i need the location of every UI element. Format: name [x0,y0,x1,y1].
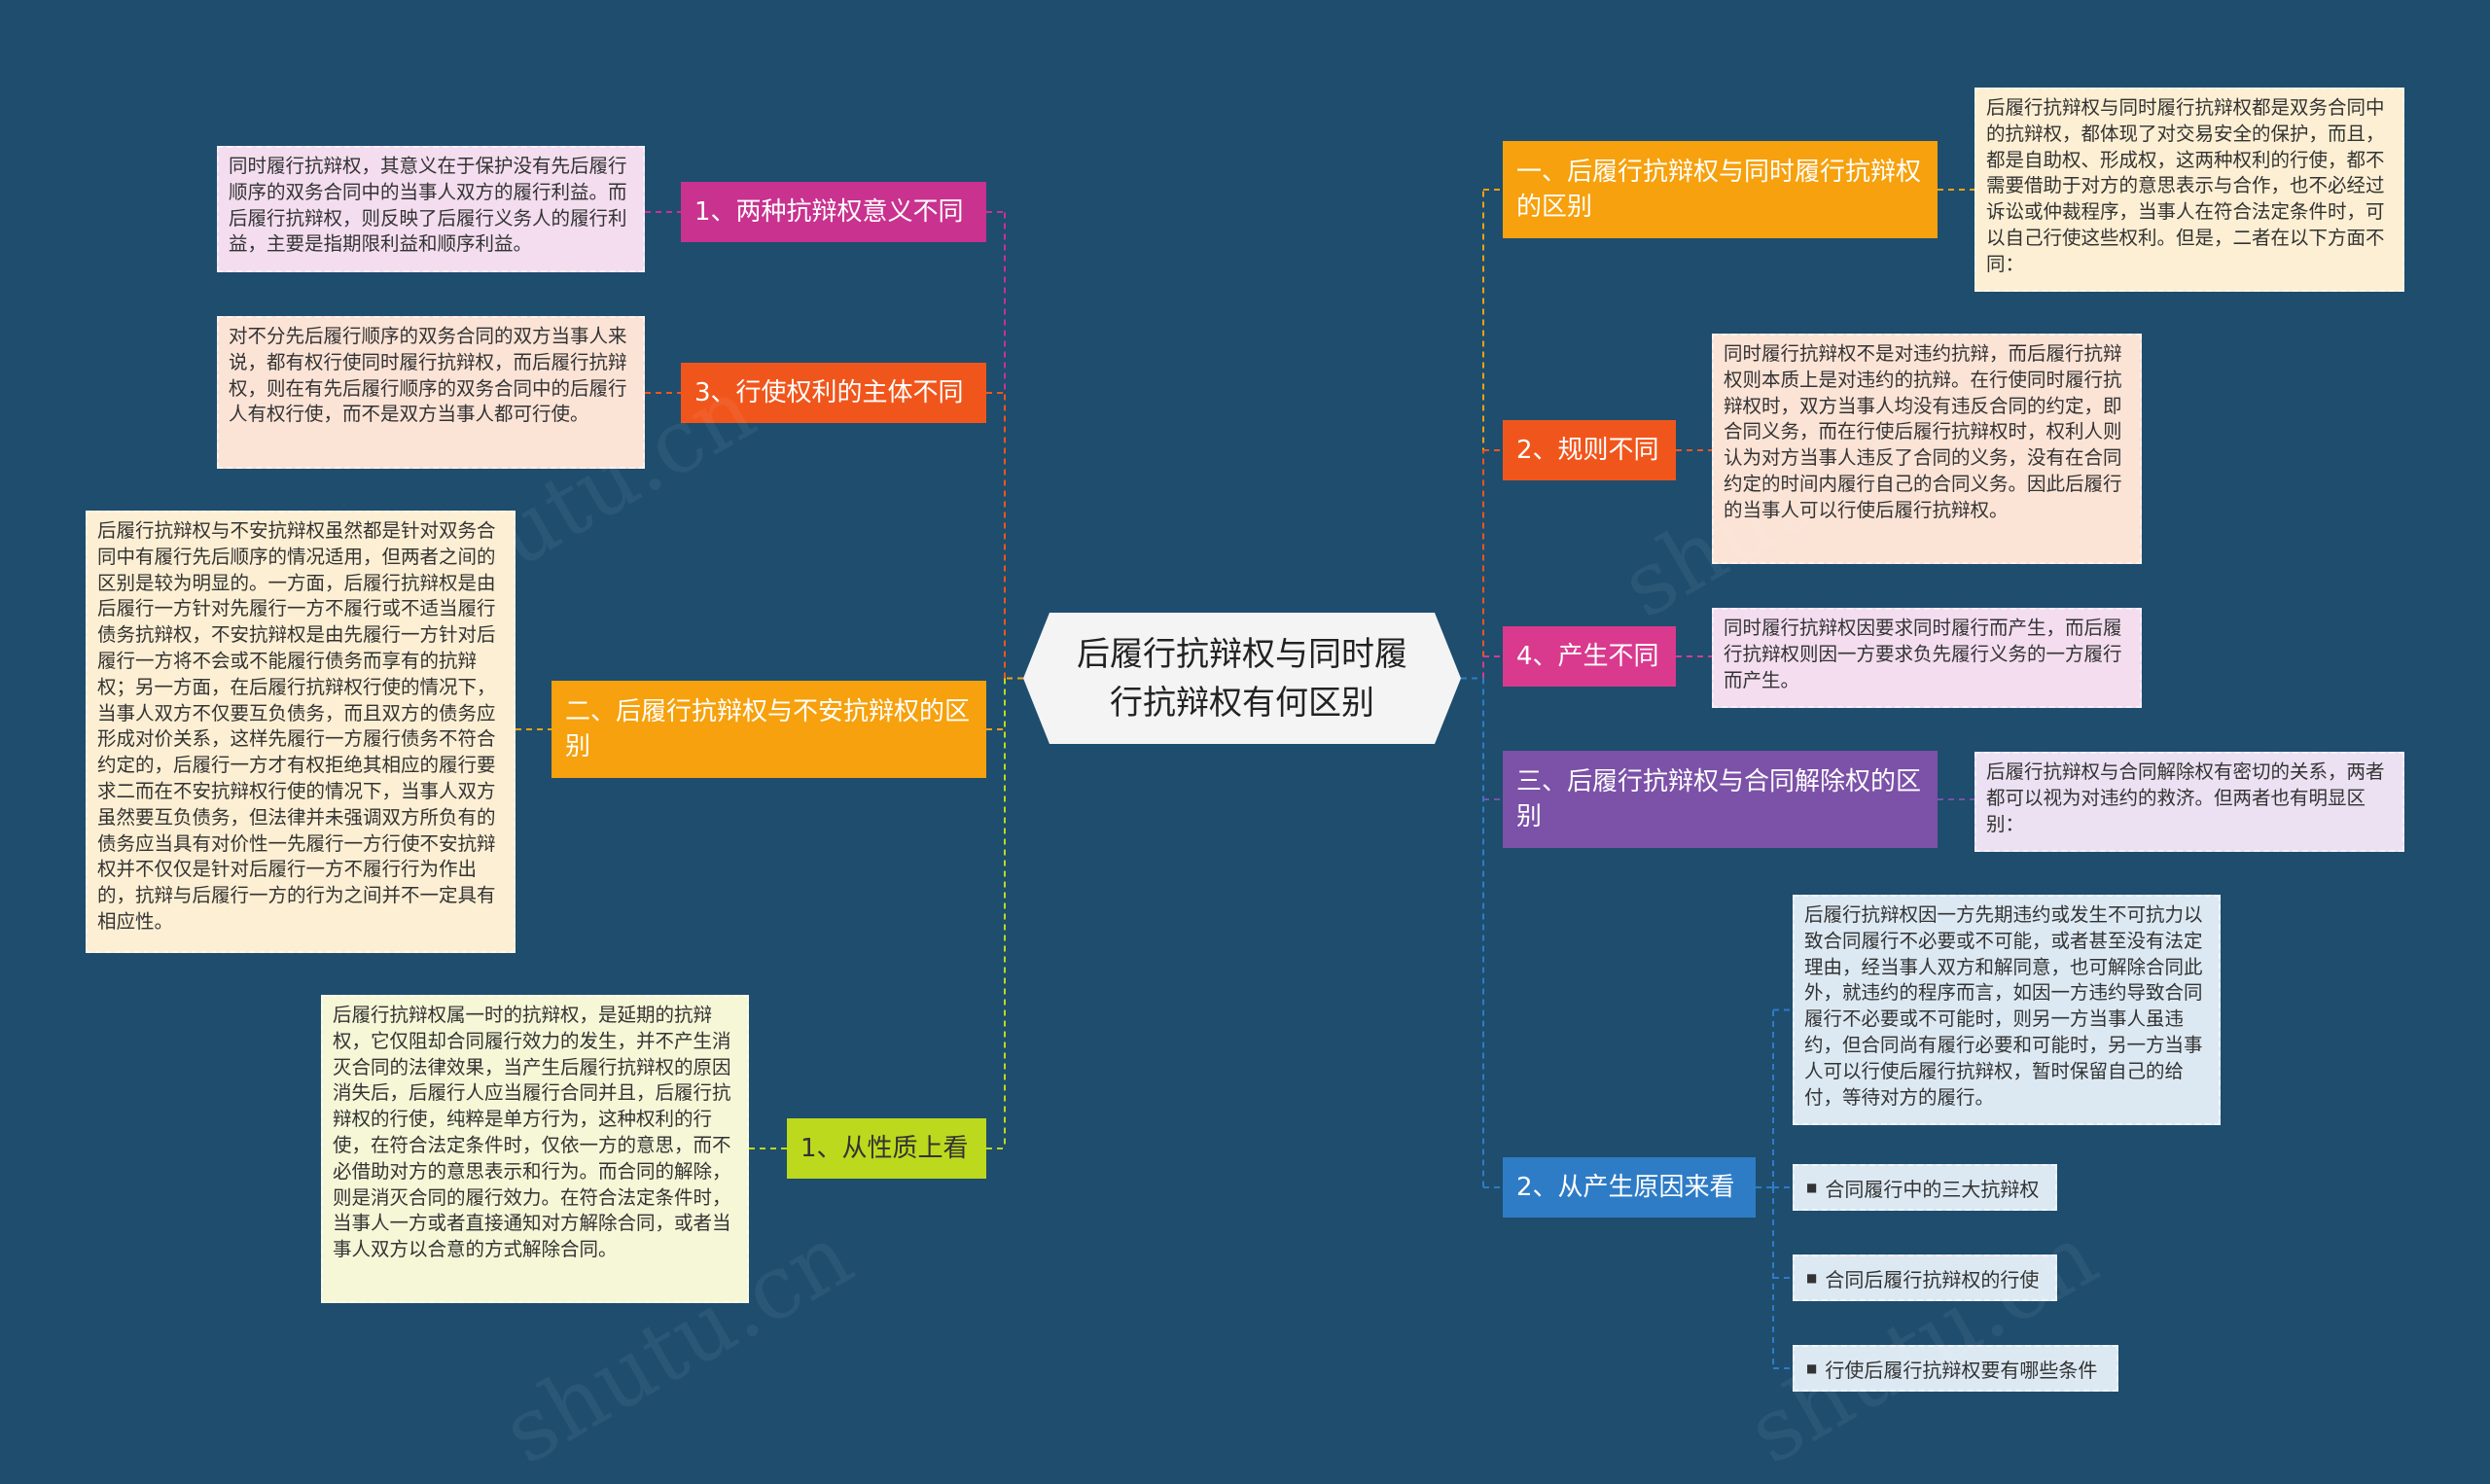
branch-label: 3、行使权利的主体不同 [694,378,964,407]
note-subject-difference: 对不分先后履行顺序的双务合同的双方当事人来说，都有权行使同时履行抗辩权，而后履行… [217,316,645,469]
branch-vs-simultaneous-defense[interactable]: 一、后履行抗辩权与同时履行抗辩权的区别 [1503,141,1938,238]
branch-label: 1、从性质上看 [800,1134,969,1163]
branch-label: 2、规则不同 [1516,436,1659,465]
note-origin-difference: 同时履行抗辩权因要求同时履行而产生，而后履行抗辩权则因一方要求负先履行义务的一方… [1712,608,2142,708]
branch-meaning-difference[interactable]: 1、两种抗辩权意义不同 [681,182,986,242]
branch-label: 2、从产生原因来看 [1516,1173,1735,1202]
note-meaning-difference: 同时履行抗辩权，其意义在于保护没有先后履行顺序的双务合同中的当事人双方的履行利益… [217,146,645,272]
note-vs-insecurity-defense: 后履行抗辩权与不安抗辩权虽然都是针对双务合同中有履行先后顺序的情况适用，但两者之… [86,511,516,953]
note-nature: 后履行抗辩权属一时的抗辩权，是延期的抗辩权，它仅阻却合同履行效力的发生，并不产生… [321,995,749,1303]
note-cause: 后履行抗辩权因一方先期违约或发生不可抗力以致合同履行不必要或不可能，或者甚至没有… [1793,895,2221,1125]
note-rules-difference: 同时履行抗辩权不是对违约抗辩，而后履行抗辩权则本质上是对违约的抗辩。在行使同时履… [1712,334,2142,564]
related-link-conditions[interactable]: ■ 行使后履行抗辩权要有哪些条件 [1793,1345,2118,1392]
branch-label: 1、两种抗辩权意义不同 [694,197,964,227]
bullet-icon: ■ [1806,1181,1818,1194]
branch-cause[interactable]: 2、从产生原因来看 [1503,1157,1756,1218]
branch-vs-rescission-right[interactable]: 三、后履行抗辩权与合同解除权的区别 [1503,751,1938,848]
branch-subject-difference[interactable]: 3、行使权利的主体不同 [681,363,986,423]
note-vs-simultaneous-defense: 后履行抗辩权与同时履行抗辩权都是双务合同中的抗辩权，都体现了对交易安全的保护，而… [1974,88,2404,292]
branch-label: 二、后履行抗辩权与不安抗辩权的区别 [565,697,971,761]
central-topic-title: 后履行抗辩权与同时履行抗辩权有何区别 [1077,634,1407,723]
branch-label: 一、后履行抗辩权与同时履行抗辩权的区别 [1516,158,1922,222]
bullet-icon: ■ [1806,1271,1818,1285]
branch-origin-difference[interactable]: 4、产生不同 [1503,626,1676,687]
note-vs-rescission-right: 后履行抗辩权与合同解除权有密切的关系，两者都可以视为对违约的救济。但两者也有明显… [1974,752,2404,852]
branch-vs-insecurity-defense[interactable]: 二、后履行抗辩权与不安抗辩权的区别 [551,681,986,778]
central-topic[interactable]: 后履行抗辩权与同时履行抗辩权有何区别 [1023,613,1461,744]
related-link-three-defenses[interactable]: ■ 合同履行中的三大抗辩权 [1793,1164,2057,1211]
branch-label: 4、产生不同 [1516,642,1659,671]
branch-rules-difference[interactable]: 2、规则不同 [1503,420,1676,480]
branch-nature[interactable]: 1、从性质上看 [787,1118,986,1179]
bullet-icon: ■ [1806,1361,1818,1375]
branch-label: 三、后履行抗辩权与合同解除权的区别 [1516,767,1922,831]
related-link-exercise[interactable]: ■ 合同后履行抗辩权的行使 [1793,1254,2057,1301]
